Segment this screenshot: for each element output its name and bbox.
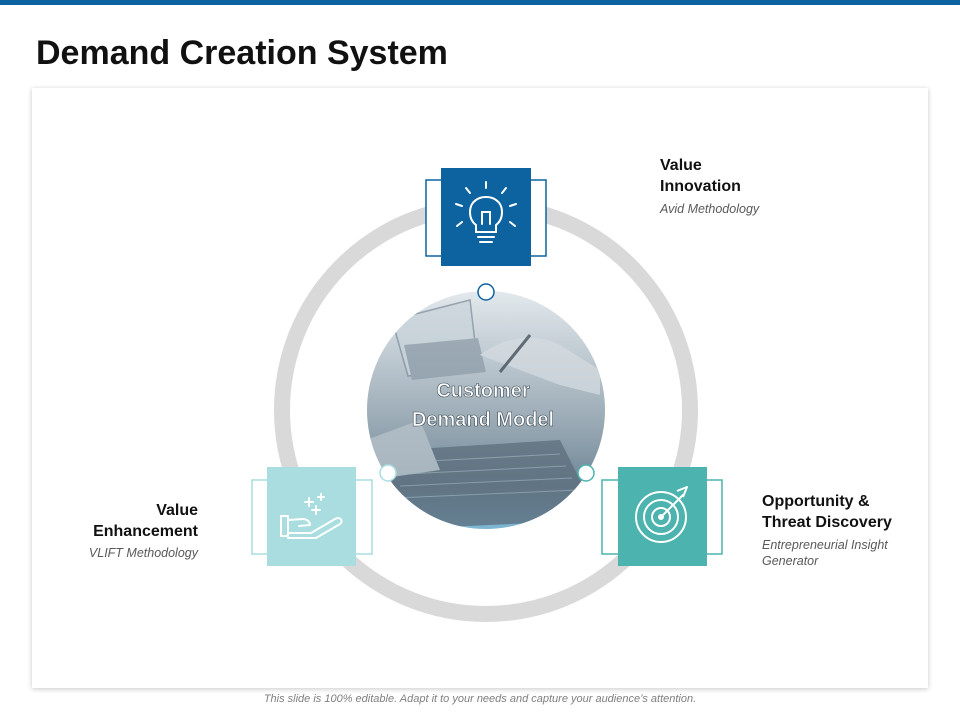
center-label-line1: Customer	[436, 380, 530, 402]
footer-note: This slide is 100% editable. Adapt it to…	[263, 693, 697, 705]
item-subtitle-line1: Avid Methodology	[660, 202, 760, 216]
slide-title: Demand Creation System	[36, 34, 448, 72]
item-subtitle-value-innovation: Avid Methodology	[660, 201, 860, 217]
item-subtitle-line1: VLIFT Methodology	[88, 546, 198, 560]
node-opportunity-threat	[601, 467, 723, 566]
item-title-line2: Enhancement	[93, 523, 198, 540]
connector-dot-top	[477, 283, 495, 301]
connector-dot-right	[577, 464, 595, 482]
item-subtitle-line1: Entrepreneurial Insight	[762, 538, 888, 552]
item-title-line2: Innovation	[660, 178, 741, 195]
node-value-enhancement	[251, 467, 373, 566]
target-icon	[635, 486, 688, 543]
item-subtitle-opportunity-threat: Entrepreneurial Insight Generator	[762, 537, 952, 569]
item-title-line1: Value	[156, 502, 198, 519]
item-title-value-innovation: Value Innovation	[660, 155, 840, 197]
node-value-innovation	[425, 168, 547, 266]
item-title-opportunity-threat: Opportunity & Threat Discovery	[762, 491, 952, 533]
item-title-line2: Threat Discovery	[762, 514, 892, 531]
item-title-line1: Opportunity &	[762, 493, 870, 510]
hand-sparkles-icon	[280, 493, 343, 539]
top-accent-bar	[0, 0, 960, 5]
item-subtitle-line2: Generator	[762, 554, 819, 568]
item-title-line1: Value	[660, 157, 702, 174]
item-title-value-enhancement: Value Enhancement	[38, 500, 198, 542]
center-label-line2: Demand Model	[412, 409, 554, 431]
lightbulb-icon	[455, 181, 517, 243]
item-subtitle-value-enhancement: VLIFT Methodology	[38, 545, 198, 561]
connector-dot-left	[379, 464, 397, 482]
